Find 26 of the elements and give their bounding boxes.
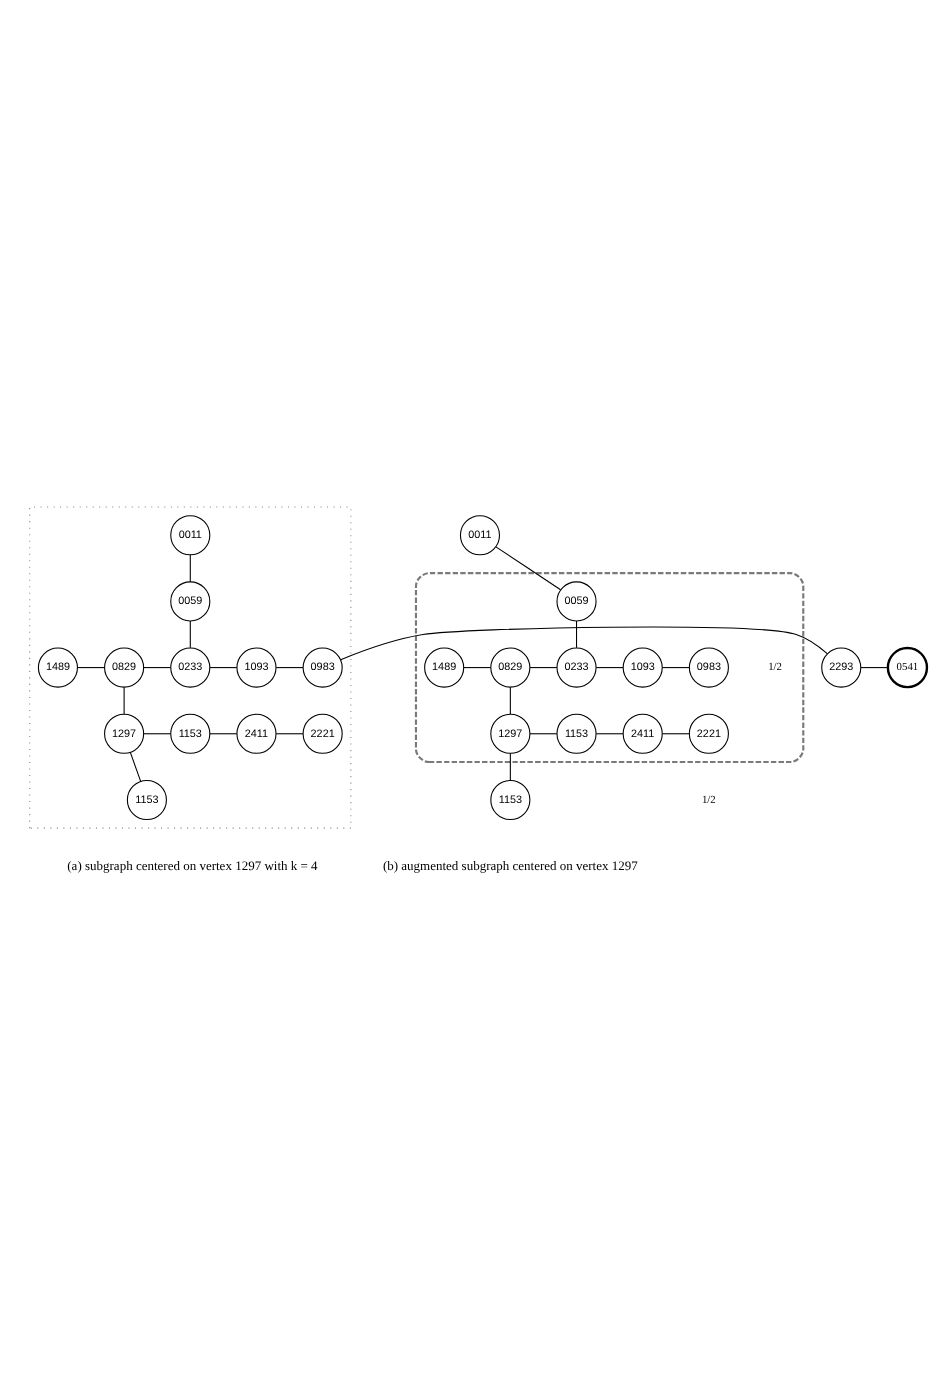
connector	[129, 751, 142, 782]
connector	[509, 752, 511, 781]
connector	[661, 667, 690, 669]
connector	[529, 733, 558, 735]
connector	[595, 733, 624, 735]
connector	[123, 686, 125, 715]
connector	[495, 546, 562, 591]
connector	[77, 667, 106, 669]
connector	[860, 667, 889, 669]
connector	[143, 667, 172, 669]
connector	[189, 620, 191, 649]
cluster	[29, 506, 352, 829]
connector	[189, 554, 191, 583]
connector	[509, 686, 511, 715]
connector	[529, 667, 558, 669]
cluster	[414, 572, 805, 764]
connector	[661, 733, 690, 735]
connector	[576, 620, 578, 649]
connector	[209, 667, 238, 669]
connector	[209, 733, 238, 735]
connector	[275, 667, 304, 669]
connector	[275, 733, 304, 735]
connector	[463, 667, 492, 669]
connector	[340, 626, 828, 661]
connector	[143, 733, 172, 735]
connector	[595, 667, 624, 669]
